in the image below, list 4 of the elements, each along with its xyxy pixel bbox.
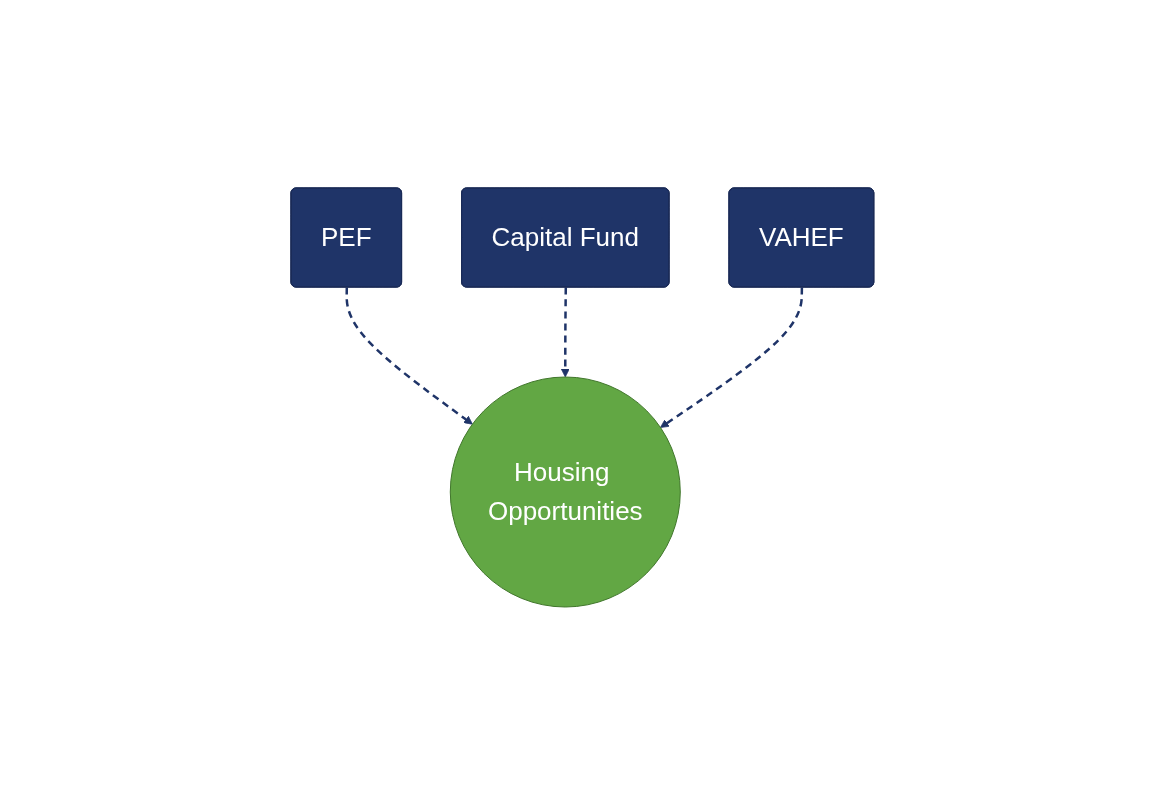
arrow xyxy=(345,287,473,425)
node-circle: Housing Opportunities xyxy=(449,376,681,608)
arrow xyxy=(561,287,570,378)
arrow xyxy=(660,287,804,428)
